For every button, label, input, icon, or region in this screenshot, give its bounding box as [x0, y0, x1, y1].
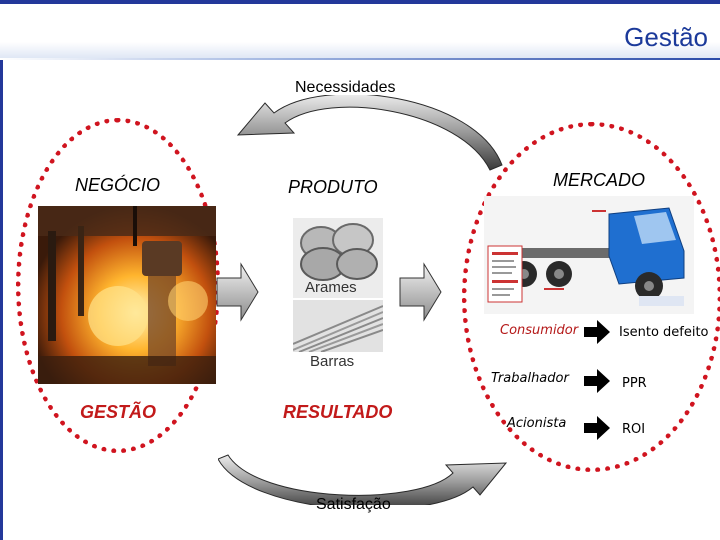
isento-defeito-label: Isento defeito — [619, 325, 709, 340]
ppr-label: PPR — [622, 376, 647, 391]
produto-label: PRODUTO — [288, 177, 378, 197]
satisfacao-label: Satisfação — [316, 496, 391, 513]
resultado-label: RESULTADO — [283, 402, 393, 422]
frame-left-border — [0, 0, 3, 540]
trabalhador-label: Trabalhador — [491, 371, 569, 386]
roi-label: ROI — [622, 422, 646, 437]
negocio-label: NEGÓCIO — [75, 175, 161, 195]
header-divider — [0, 58, 720, 60]
consumidor-label: Consumidor — [500, 323, 579, 338]
right-ellipse — [462, 122, 720, 472]
arrow-produto-to-mercado — [399, 262, 442, 322]
arrow-negocio-to-produto — [216, 262, 259, 322]
consumidor-arrow — [584, 320, 610, 344]
trabalhador-arrow — [584, 369, 610, 393]
steel-mill-photo — [38, 206, 216, 384]
wire-coils-photo — [293, 218, 383, 298]
mercado-label: MERCADO — [553, 170, 646, 190]
truck-chassis-photo — [484, 196, 694, 314]
gestao-label: GESTÃO — [80, 402, 157, 422]
frame-top-border — [0, 0, 720, 4]
acionista-arrow — [584, 416, 610, 440]
acionista-label: Acionista — [507, 416, 567, 431]
top-cycle-arrow — [236, 95, 503, 171]
barras-photo-label: Barras — [310, 353, 355, 370]
header-bar: Gestão — [0, 4, 720, 58]
necessidades-label: Necessidades — [295, 79, 396, 96]
bottom-cycle-arrow — [218, 454, 508, 505]
steel-bars-photo — [293, 300, 383, 352]
arames-photo-label: Arames — [305, 279, 357, 296]
page-title: Gestão — [624, 22, 708, 52]
